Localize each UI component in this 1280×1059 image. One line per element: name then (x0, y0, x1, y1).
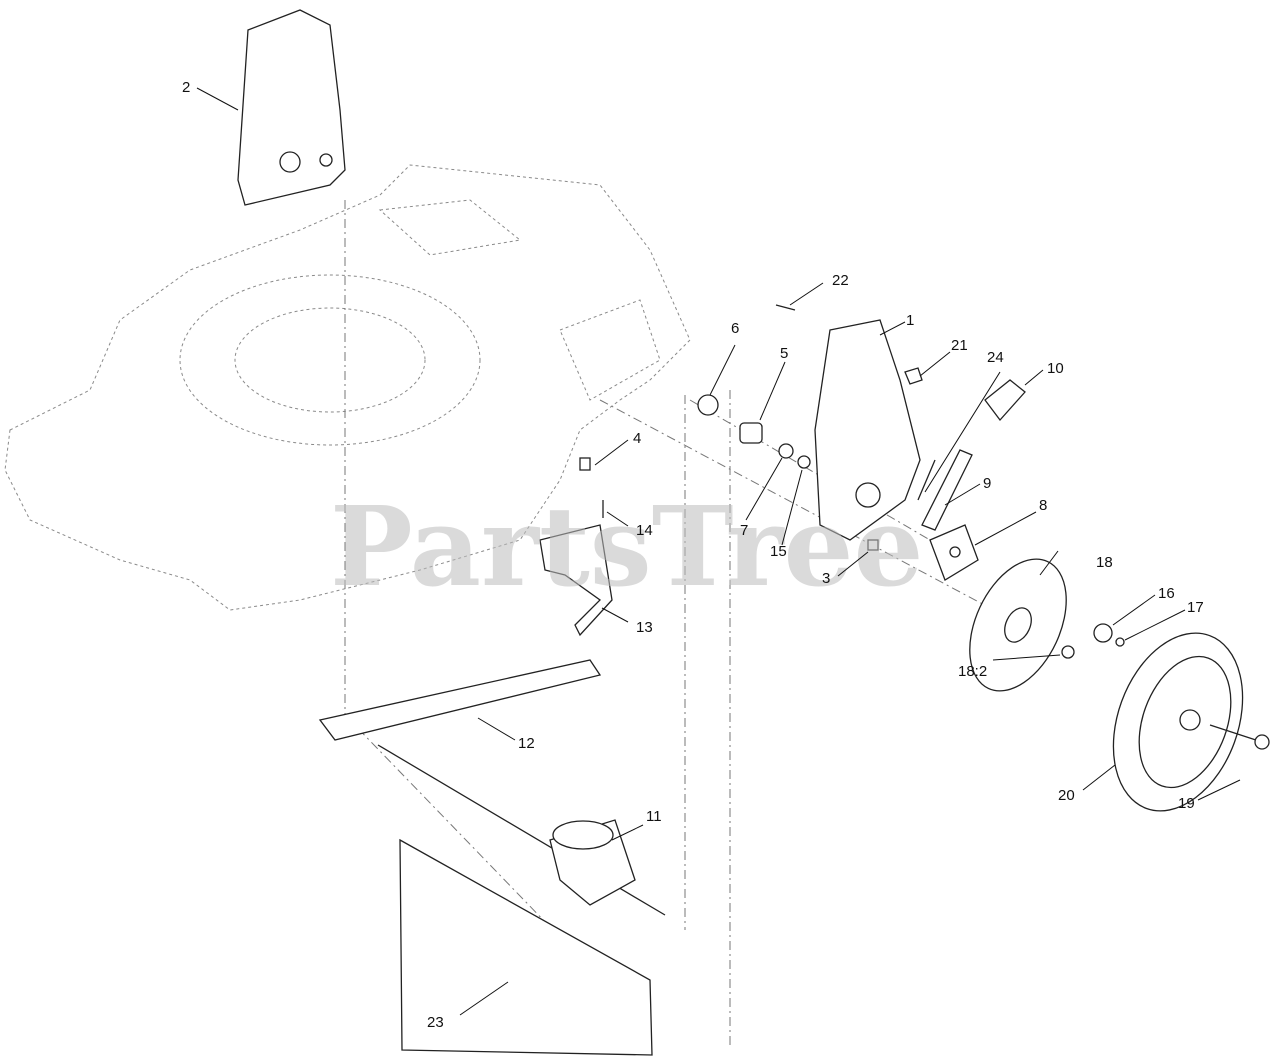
wheel-gear-part-18 (969, 558, 1067, 692)
callout-14: 14 (636, 522, 653, 539)
callout-5: 5 (780, 345, 788, 362)
callout-13: 13 (636, 619, 653, 636)
washer-part-18-2 (1061, 645, 1075, 659)
callout-19: 19 (1178, 795, 1195, 812)
clip-part-17 (1115, 637, 1125, 647)
pin-part-22 (775, 304, 796, 311)
nut-part-4 (579, 457, 591, 471)
lever-assembly (917, 379, 1026, 531)
callout-6: 6 (731, 320, 739, 337)
callout-17: 17 (1187, 599, 1204, 616)
watermark: PartsTree (330, 482, 924, 611)
wheel-part-20 (1112, 632, 1244, 812)
transmission-part-11 (377, 744, 666, 916)
callout-2: 2 (182, 79, 190, 96)
leader-lines (196, 87, 1241, 1016)
callout-10: 10 (1047, 360, 1064, 377)
callout-8: 8 (1039, 497, 1047, 514)
callout-20: 20 (1058, 787, 1075, 804)
callout-3: 3 (822, 570, 830, 587)
callout-12: 12 (518, 735, 535, 752)
callout-15: 15 (770, 543, 787, 560)
callout-11: 11 (646, 808, 662, 825)
bushing-part-6 (697, 394, 719, 416)
callout-18-2: 18:2 (958, 663, 987, 680)
callout-23: 23 (427, 1014, 444, 1031)
clip-part-21 (904, 367, 923, 385)
callout-24: 24 (987, 349, 1004, 366)
callout-18: 18 (1096, 554, 1113, 571)
rear-flap-part-23 (399, 838, 653, 1056)
spring-part-24 (917, 459, 936, 501)
bolt-part-3 (867, 539, 879, 551)
callout-21: 21 (951, 337, 968, 354)
callout-1: 1 (906, 312, 914, 329)
callout-16: 16 (1158, 585, 1175, 602)
callouts: 1 2 3 4 5 6 7 8 9 10 11 12 13 14 15 16 1… (182, 79, 1204, 1031)
mower-deck (4, 164, 691, 611)
height-bracket-part-1 (814, 319, 921, 541)
adjuster-plate-part-8 (929, 524, 979, 581)
link-part-9 (921, 449, 973, 531)
callout-4: 4 (633, 430, 641, 447)
height-bracket-part-2 (237, 9, 346, 206)
callout-9: 9 (983, 475, 991, 492)
bolt-part-19 (1209, 724, 1270, 750)
bearing-part-5 (739, 422, 763, 444)
hardware-parts (579, 304, 923, 551)
lever-knob-part-10 (984, 379, 1026, 422)
callout-22: 22 (832, 272, 849, 289)
spacer-part-7 (778, 443, 794, 459)
washer-part-15 (797, 455, 811, 469)
belt-guide-part-13 (539, 524, 613, 637)
pinion-part-16 (1093, 623, 1113, 643)
callout-7: 7 (740, 522, 748, 539)
pinion-hardware (1061, 623, 1125, 659)
belt-part-12 (318, 659, 602, 741)
